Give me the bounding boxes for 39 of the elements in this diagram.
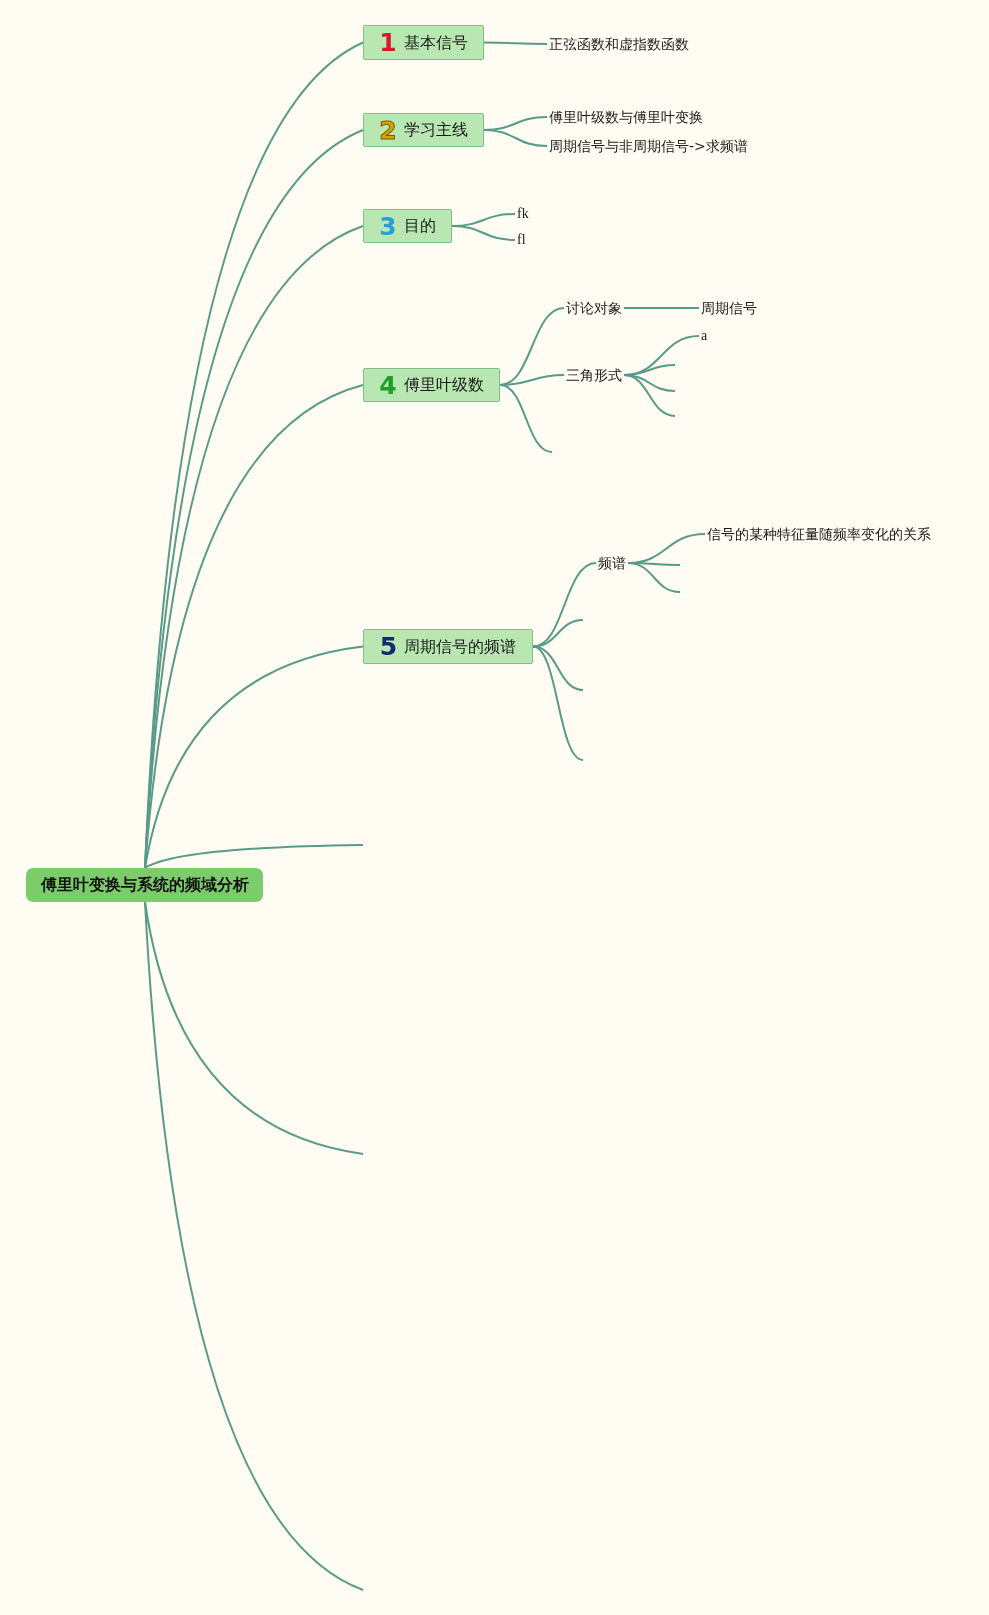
branch-line [532,619,584,648]
topic-label: 周期信号与非周期信号->求频谱 [547,138,750,154]
branch-line [623,374,676,417]
branch-line [144,844,364,869]
branch-line [451,225,516,241]
topic-label: 信号的某种特征量随频率变化的关系 [705,526,933,542]
topic-box [363,113,484,147]
topic-number: 2 [379,117,397,143]
branch-line [483,129,548,147]
topic-label: fl [515,233,528,247]
topic-label: fk [515,207,531,221]
topic-box [363,25,484,60]
topic-box [363,368,500,402]
topic-label: 傅里叶级数 [403,375,484,395]
topic-label: 学习主线 [403,120,468,140]
topic-label: 基本信号 [403,32,468,53]
topic-number: 1 [379,30,397,55]
topic-label: 周期信号的频谱 [404,636,517,657]
topic-label: 周期信号 [699,300,759,316]
topic-label: a [699,329,710,343]
topic-label: 讨论对象 [564,300,624,316]
branch-line [532,645,584,761]
branch-line [144,901,364,1591]
topic-box [363,209,452,243]
topic-label: 目的 [403,216,436,236]
topic-label: 正弦函数和虚指数函数 [547,36,691,52]
topic-label: 三角形式 [564,367,624,383]
topic-number: 3 [379,213,397,239]
branch-line [623,307,700,309]
branch-line [627,562,681,593]
branch-line [499,384,553,453]
topic-number: 5 [379,634,398,659]
central-topic: 傅里叶变换与系统的频域分析 [26,868,263,902]
branch-line [144,645,364,869]
topic-box [363,629,533,664]
branch-line [483,41,548,45]
topic-number: 4 [379,372,397,398]
topic-label: 傅里叶级数与傅里叶变换 [547,109,705,125]
topic-label: 频谱 [596,555,628,571]
